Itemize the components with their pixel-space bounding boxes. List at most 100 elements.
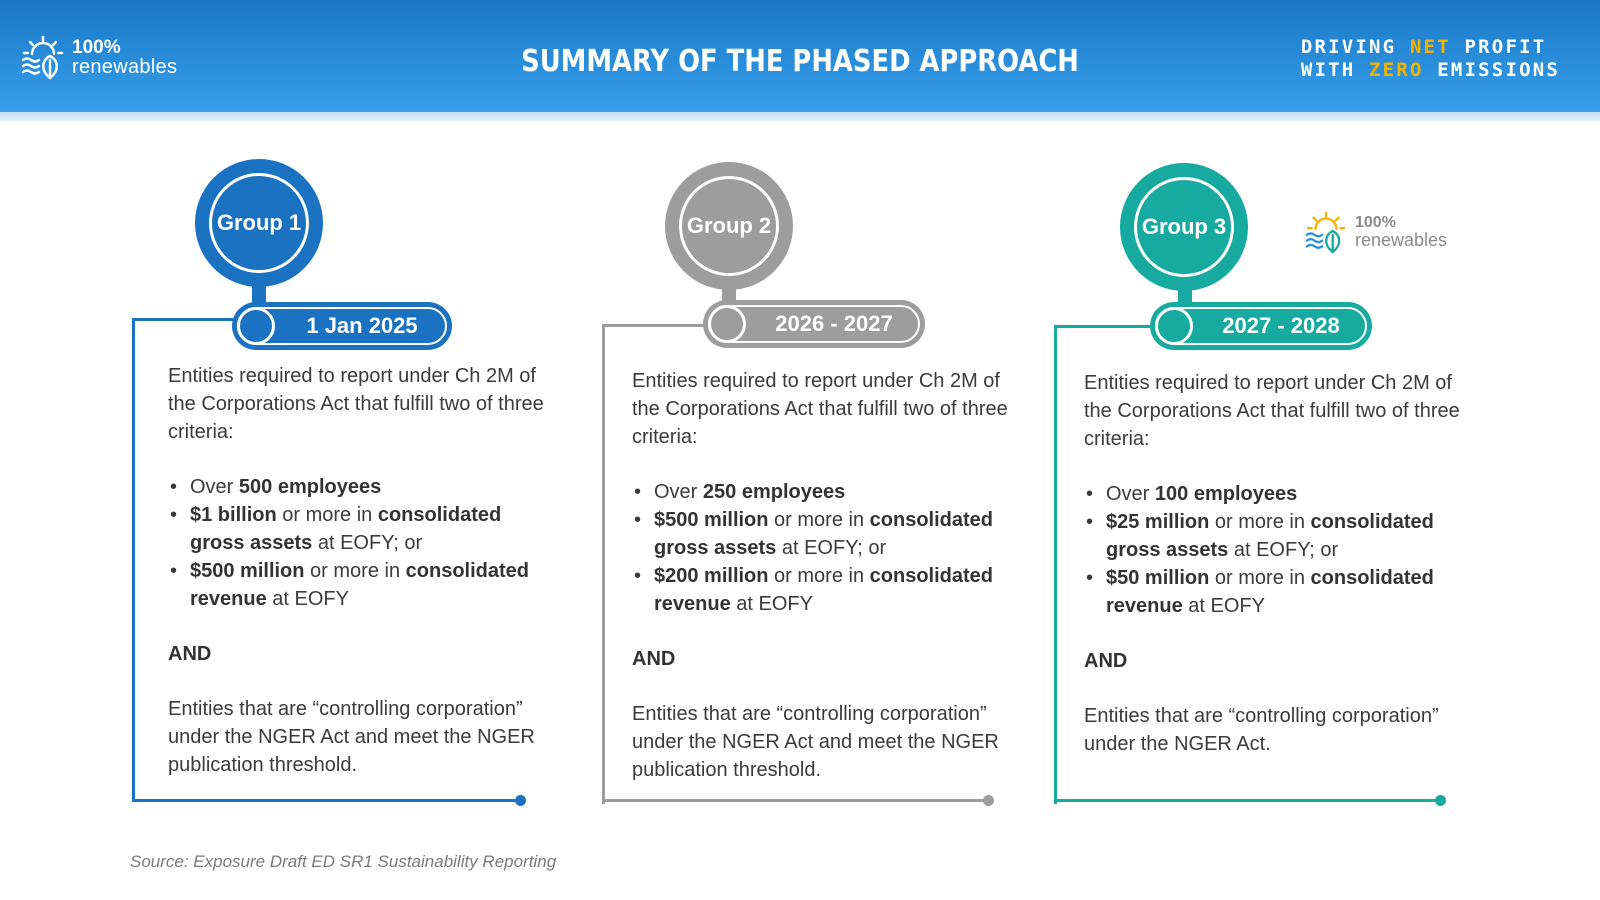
group-3-column: Group 3 2027 - 2028 Entities required to… <box>1040 0 1520 900</box>
group-1-criteria-list: Over 500 employees $1 billion or more in… <box>168 473 548 613</box>
logo-percent-text: 100% <box>1355 214 1396 231</box>
logo-word-text: renewables <box>1355 230 1448 250</box>
list-item: Over 250 employees <box>632 478 1012 506</box>
group-3-date: 2027 - 2028 <box>1222 313 1340 338</box>
group-2-pill-ring-icon <box>708 305 746 343</box>
group-2-frame-top <box>602 324 712 327</box>
sun-leaf-logo-icon <box>21 35 64 80</box>
criterion-bold: consolidated revenue <box>654 565 994 615</box>
list-item: Over 500 employees <box>168 473 548 501</box>
group-3-badge-label: Group 3 <box>1134 177 1234 277</box>
criterion-bold: $50 million <box>1106 567 1210 589</box>
group-3-criteria-list: Over 100 employees $25 million or more i… <box>1084 480 1464 620</box>
tagline-text: DRIVING <box>1300 36 1410 58</box>
page-title: SUMMARY OF THE PHASED APPROACH <box>521 44 1079 79</box>
criterion-bold: $200 million <box>654 565 769 587</box>
group-1-column: Group 1 1 Jan 2025 Entities required to … <box>0 0 560 900</box>
group-2-badge-label: Group 2 <box>679 176 779 276</box>
group-1-frame-left <box>132 318 135 802</box>
group-3-closing: Entities that are “controlling corporati… <box>1084 705 1439 755</box>
group-2-frame-bottom <box>602 799 988 802</box>
list-item: $500 million or more in consolidated rev… <box>168 557 548 613</box>
group-1-date-pill: 1 Jan 2025 <box>232 302 452 350</box>
list-item: $1 billion or more in consolidated gross… <box>168 501 548 557</box>
group-3-frame-left <box>1054 325 1057 804</box>
group-1-content: Entities required to report under Ch 2M … <box>168 362 548 779</box>
list-item: $200 million or more in consolidated rev… <box>632 562 1012 618</box>
criterion-bold: $1 billion <box>190 504 277 526</box>
group-1-frame-bottom <box>132 799 522 802</box>
header-divider <box>0 112 1600 121</box>
criterion-bold: 500 employees <box>238 476 382 498</box>
tagline-text: WITH <box>1300 59 1370 81</box>
criterion-bold: consolidated revenue <box>1106 567 1434 617</box>
criterion-bold: $500 million <box>654 509 769 531</box>
group-1-intro: Entities required to report under Ch 2M … <box>168 365 544 443</box>
group-2-date-pill: 2026 - 2027 <box>703 300 925 348</box>
group-1-badge: Group 1 <box>195 159 323 287</box>
group-2-frame-left <box>602 324 605 804</box>
criterion-text: or more in <box>1209 511 1311 533</box>
tagline-highlight: ZERO <box>1369 59 1424 81</box>
list-item: $500 million or more in consolidated gro… <box>632 506 1012 562</box>
criterion-bold: $25 million <box>1106 511 1210 533</box>
group-2-frame-dot <box>983 795 994 806</box>
group-3-content: Entities required to report under Ch 2M … <box>1084 369 1464 758</box>
group-2-intro: Entities required to report under Ch 2M … <box>632 370 1008 448</box>
criterion-text: at EOFY; or <box>1228 539 1339 561</box>
group-1-frame-dot <box>515 795 526 806</box>
criterion-text: Over <box>190 476 239 498</box>
group-2-closing: Entities that are “controlling corporati… <box>632 703 999 781</box>
criterion-text: or more in <box>1209 567 1311 589</box>
criterion-text: at EOFY; or <box>312 532 423 554</box>
group-3-pill-ring-icon <box>1155 307 1193 345</box>
group-2-column: Group 2 2026 - 2027 Entities required to… <box>560 0 1040 900</box>
group-3-intro: Entities required to report under Ch 2M … <box>1084 372 1460 450</box>
criterion-text: at EOFY <box>730 593 813 615</box>
group-3-date-pill: 2027 - 2028 <box>1150 302 1372 350</box>
group-1-and-label: AND <box>168 643 212 665</box>
group-2-badge: Group 2 <box>665 162 793 290</box>
list-item: $50 million or more in consolidated reve… <box>1084 564 1464 620</box>
group-1-frame-top <box>132 318 242 321</box>
criterion-text: at EOFY <box>266 588 349 610</box>
group-3-and-label: AND <box>1084 650 1128 672</box>
brand-logo: 100% renewables <box>20 34 177 80</box>
tagline: DRIVING NET PROFIT WITH ZERO EMISSIONS <box>1301 36 1560 82</box>
group-3-frame-bottom <box>1054 799 1440 802</box>
group-1-closing: Entities that are “controlling corporati… <box>168 698 535 776</box>
group-3-frame-top <box>1054 325 1164 328</box>
tagline-line-2: WITH ZERO EMISSIONS <box>1301 59 1560 82</box>
criterion-text: or more in <box>276 504 378 526</box>
group-1-badge-label: Group 1 <box>209 173 309 273</box>
list-item: $25 million or more in consolidated gros… <box>1084 508 1464 564</box>
criterion-text: or more in <box>304 560 406 582</box>
criterion-text: or more in <box>768 565 870 587</box>
group-2-content: Entities required to report under Ch 2M … <box>632 367 1012 784</box>
group-1-pill-ring-icon <box>237 307 275 345</box>
criterion-bold: consolidated revenue <box>190 560 530 610</box>
watermark-logo: 100% renewables <box>1303 210 1447 254</box>
group-2-and-label: AND <box>632 648 676 670</box>
logo-word-text: renewables <box>72 55 178 78</box>
group-2-criteria-list: Over 250 employees $500 million or more … <box>632 478 1012 618</box>
tagline-line-1: DRIVING NET PROFIT <box>1301 36 1560 59</box>
header-banner: 100% renewables SUMMARY OF THE PHASED AP… <box>0 0 1600 112</box>
criterion-bold: consolidated gross assets <box>1106 511 1434 561</box>
criterion-text: at EOFY; or <box>776 537 887 559</box>
criterion-bold: 250 employees <box>702 481 846 503</box>
source-note: Source: Exposure Draft ED SR1 Sustainabi… <box>130 852 557 871</box>
group-3-frame-dot <box>1435 795 1446 806</box>
sun-leaf-logo-icon <box>1305 211 1346 254</box>
criterion-text: at EOFY <box>1182 595 1265 617</box>
group-1-date: 1 Jan 2025 <box>306 313 418 338</box>
group-3-badge: Group 3 <box>1120 163 1248 291</box>
group-2-date: 2026 - 2027 <box>775 311 893 336</box>
criterion-bold: 100 employees <box>1154 483 1298 505</box>
tagline-text: PROFIT <box>1450 36 1547 58</box>
criterion-text: Over <box>654 481 703 503</box>
tagline-highlight: NET <box>1409 36 1451 58</box>
criterion-bold: consolidated gross assets <box>190 504 502 554</box>
criterion-bold: consolidated gross assets <box>654 509 994 559</box>
criterion-text: Over <box>1106 483 1155 505</box>
